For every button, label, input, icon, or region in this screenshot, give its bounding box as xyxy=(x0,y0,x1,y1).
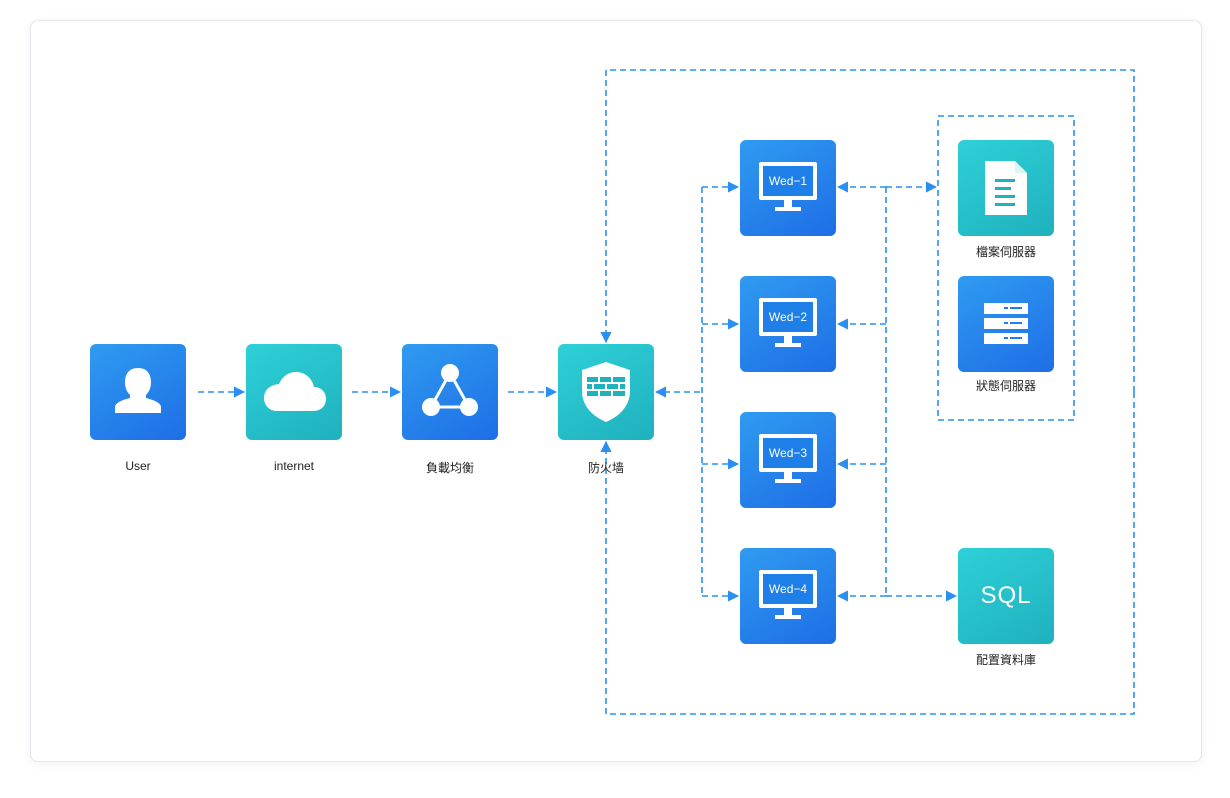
loop-bottom xyxy=(600,392,1135,715)
internet-label: internet xyxy=(273,459,315,473)
document-icon xyxy=(985,161,1027,215)
server-rack-icon xyxy=(984,303,1028,344)
database-label: 配置資料庫 xyxy=(975,653,1036,667)
state-server-label: 狀態伺服器 xyxy=(975,379,1036,393)
web-server-3-label: Wed−3 xyxy=(769,446,807,460)
internet-node[interactable] xyxy=(246,344,342,440)
monitor-icon: Wed−1 xyxy=(759,162,817,211)
web-server-4[interactable]: Wed−4 xyxy=(740,548,836,644)
state-server-node[interactable] xyxy=(958,276,1054,372)
user-icon xyxy=(115,368,161,413)
monitor-icon: Wed−4 xyxy=(759,570,817,619)
load-balancer-node[interactable] xyxy=(402,344,498,440)
load-balancer-label: 負載均衡 xyxy=(425,461,474,475)
loop-top xyxy=(600,69,1135,392)
load-balancer-icon xyxy=(422,364,478,416)
web-server-2-label: Wed−2 xyxy=(769,310,807,324)
firewall-node[interactable] xyxy=(558,344,654,440)
firewall-label: 防火墙 xyxy=(587,461,624,475)
cloud-icon xyxy=(264,372,326,411)
database-node[interactable]: SQL xyxy=(958,548,1054,644)
web-server-1-label: Wed−1 xyxy=(769,174,807,188)
file-server-node[interactable] xyxy=(958,140,1054,236)
web-server-4-label: Wed−4 xyxy=(769,582,807,596)
web-server-3[interactable]: Wed−3 xyxy=(740,412,836,508)
web-server-1[interactable]: Wed−1 xyxy=(740,140,836,236)
web-server-2[interactable]: Wed−2 xyxy=(740,276,836,372)
user-label: User xyxy=(125,459,151,473)
monitor-icon: Wed−2 xyxy=(759,298,817,347)
user-node[interactable] xyxy=(90,344,186,440)
sql-icon-text: SQL xyxy=(980,582,1032,609)
monitor-icon: Wed−3 xyxy=(759,434,817,483)
file-server-label: 檔案伺服器 xyxy=(975,245,1036,259)
firewall-shield-icon xyxy=(582,362,630,422)
